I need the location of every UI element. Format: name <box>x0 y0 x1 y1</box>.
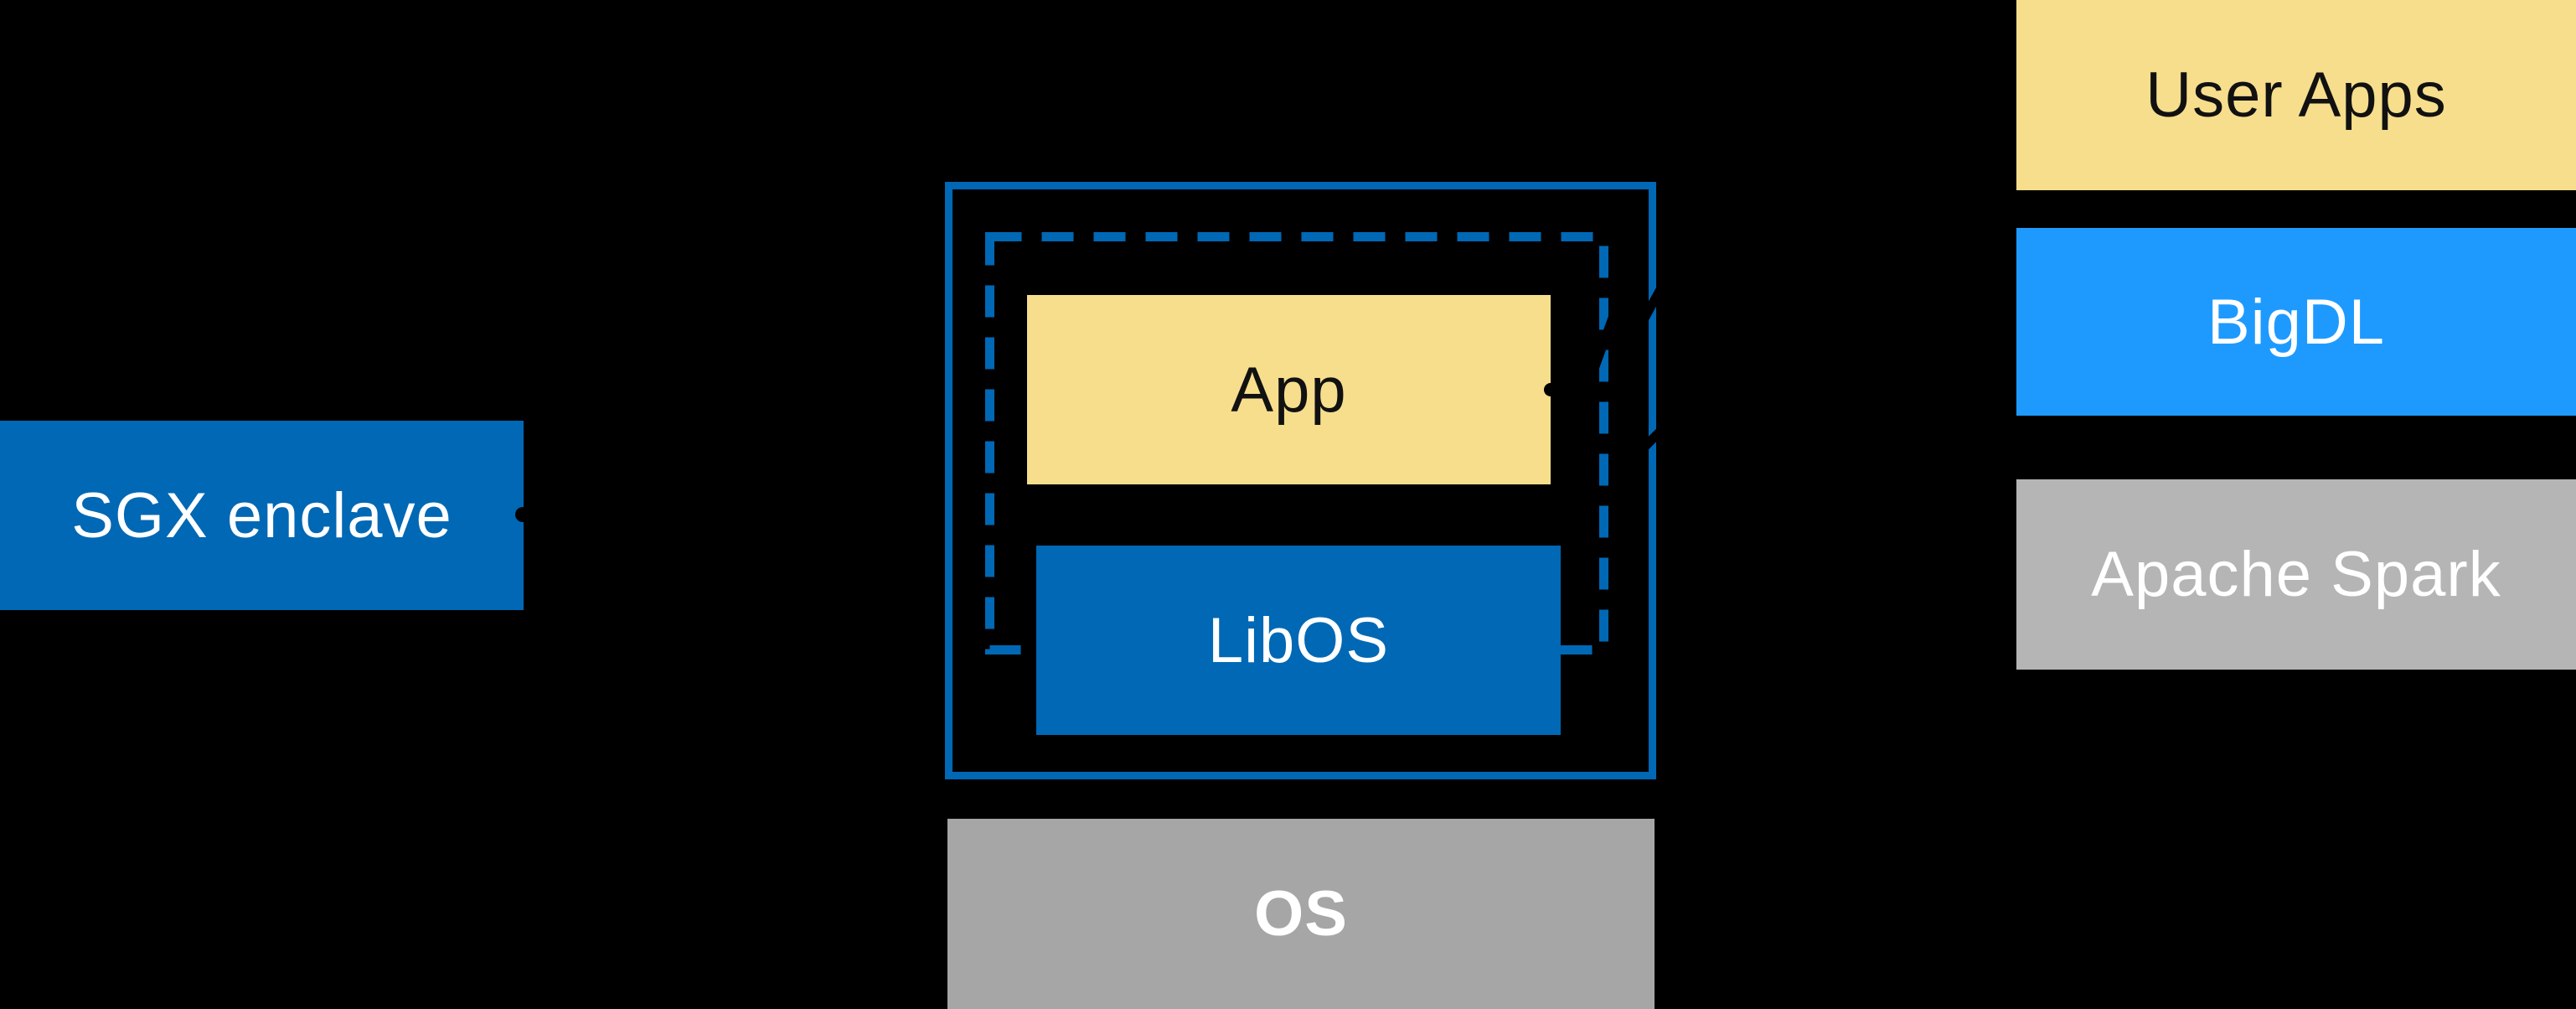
libos-label: LibOS <box>1207 604 1390 676</box>
dashed-boundary-rect <box>985 232 1608 655</box>
app-box: App <box>1027 295 1551 484</box>
enclave-outer-frame <box>945 182 1656 779</box>
os-label: OS <box>1254 878 1348 949</box>
os-box: OS <box>947 819 1655 1009</box>
sgx-enclave-label-box: SGX enclave <box>0 421 524 610</box>
connector-dot-sgx <box>515 507 530 522</box>
connector-dot-app <box>1544 383 1557 396</box>
libos-box: LibOS <box>1036 546 1561 735</box>
user-apps-label: User Apps <box>2145 60 2447 131</box>
apache-spark-box: Apache Spark <box>2016 479 2576 670</box>
app-label: App <box>1231 354 1347 426</box>
apache-spark-label: Apache Spark <box>2091 539 2501 610</box>
user-apps-box: User Apps <box>2016 0 2576 190</box>
bigdl-label: BigDL <box>2207 286 2385 358</box>
bigdl-box: BigDL <box>2016 228 2576 416</box>
sgx-enclave-label: SGX enclave <box>71 479 452 551</box>
